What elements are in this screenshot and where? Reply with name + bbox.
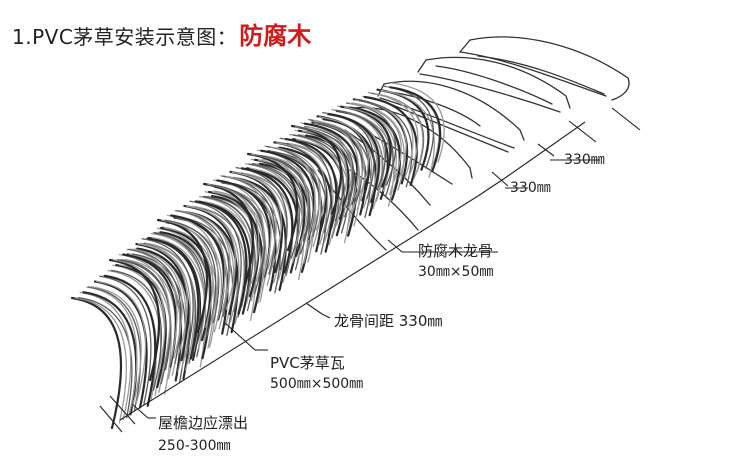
thatch-strand <box>358 100 413 188</box>
thatch-strand <box>254 154 310 242</box>
thatch-strand <box>226 175 277 271</box>
thatch-strand <box>194 206 245 325</box>
thatch-strand <box>270 146 321 233</box>
thatch-strand <box>313 120 364 199</box>
thatch-strand <box>74 297 127 424</box>
thatch-strand <box>231 171 282 268</box>
thatch-strand <box>99 275 152 405</box>
page-title: 1.PVC茅草安装示意图： 防腐木 <box>12 16 311 56</box>
thatch-strand <box>180 210 231 313</box>
thatch-strand <box>174 209 226 323</box>
thatch-strand <box>128 248 182 364</box>
thatch-strand <box>146 237 200 360</box>
thatch-strand <box>150 232 205 350</box>
thatch-strand <box>284 137 338 237</box>
thatch-strand <box>87 286 142 412</box>
thatch-strand <box>169 222 223 333</box>
thatch-strand <box>298 126 354 206</box>
batten-outlines <box>317 36 630 251</box>
thatch-strand <box>351 102 405 191</box>
thatch-strand <box>380 89 435 178</box>
thatch-strand <box>86 286 138 417</box>
thatch-strand <box>222 175 276 275</box>
dimension-label-top: 330㎜ <box>564 152 605 168</box>
thatch-strand <box>183 204 237 316</box>
batten-spacing-label: 龙骨间距 330㎜ <box>334 312 442 330</box>
thatch-strand <box>373 93 424 180</box>
thatch-strand <box>70 296 123 430</box>
thatch-strand <box>313 122 366 211</box>
thatch-strand <box>116 259 172 371</box>
thatch-strand <box>135 242 189 362</box>
thatch-strand <box>349 103 402 182</box>
thatch-row <box>290 82 445 216</box>
thatch-strand <box>389 86 442 173</box>
thatch-strand <box>363 95 418 187</box>
thatch-strand <box>115 263 167 389</box>
thatch-strand <box>202 196 254 300</box>
thatch-strand <box>251 153 304 247</box>
eave-label: 屋檐边应漂出 <box>158 414 248 432</box>
thatch-strand <box>131 253 186 383</box>
thatch-strand <box>189 200 242 312</box>
thatch-strand <box>202 182 255 290</box>
thatch-strand <box>273 151 328 255</box>
thatch-strand <box>156 218 209 334</box>
thatch-strand <box>140 242 191 370</box>
thatch-strand <box>166 214 219 326</box>
thatch-strand <box>266 145 320 238</box>
title-prefix: 1.PVC茅草安装示意图： <box>12 25 238 49</box>
thatch-strand <box>185 205 237 310</box>
thatch-strand <box>176 210 230 318</box>
thatch-strand <box>240 167 294 274</box>
thatch-strand <box>275 142 326 231</box>
thatch-strand <box>207 183 260 285</box>
thatch-strand <box>103 274 157 407</box>
thatch-tiles <box>70 82 445 430</box>
thatch-strand <box>391 82 445 163</box>
thatch-strand <box>210 184 266 280</box>
thatch-strand <box>207 190 260 298</box>
thatch-strand <box>132 248 183 359</box>
thatch-strand <box>91 286 142 407</box>
thatch-strand <box>348 106 402 201</box>
thatch-strand <box>318 116 369 197</box>
thatch-strand <box>137 243 189 356</box>
thatch-strand <box>236 172 288 281</box>
thatch-strand <box>93 280 148 409</box>
thatch-strand <box>78 296 133 419</box>
batten-size-label: 30㎜×50㎜ <box>418 264 493 280</box>
eave-size-label: 250-300㎜ <box>158 438 231 454</box>
thatch-strand <box>118 253 171 373</box>
batten-label: 防腐木龙骨 <box>418 242 493 260</box>
thatch-strand <box>344 106 397 195</box>
dimension-label-mid: 330㎜ <box>510 180 551 196</box>
tile-label: PVC茅草瓦 <box>270 354 345 372</box>
thatch-strand <box>246 152 298 252</box>
thatch-strand <box>334 109 387 189</box>
thatch-strand <box>141 238 194 358</box>
thatch-strand <box>194 200 248 315</box>
dimension-lines <box>99 107 641 433</box>
thatch-strand <box>304 125 355 218</box>
thatch-strand <box>327 112 380 204</box>
thatch-strand <box>126 248 178 370</box>
thatch-strand <box>212 191 265 304</box>
thatch-strand <box>164 219 220 323</box>
thatch-strand <box>154 232 206 344</box>
thatch-strand <box>302 130 355 227</box>
tile-size-label: 500㎜×500㎜ <box>270 376 363 392</box>
thatch-strand <box>79 291 132 421</box>
thatch-strand <box>161 219 214 328</box>
thatch-strand <box>108 258 161 382</box>
thatch-strand <box>95 280 147 404</box>
title-accent: 防腐木 <box>239 22 312 50</box>
thatch-strand <box>198 195 253 305</box>
thatch-strand <box>113 259 166 376</box>
thatch-strand <box>258 159 311 264</box>
